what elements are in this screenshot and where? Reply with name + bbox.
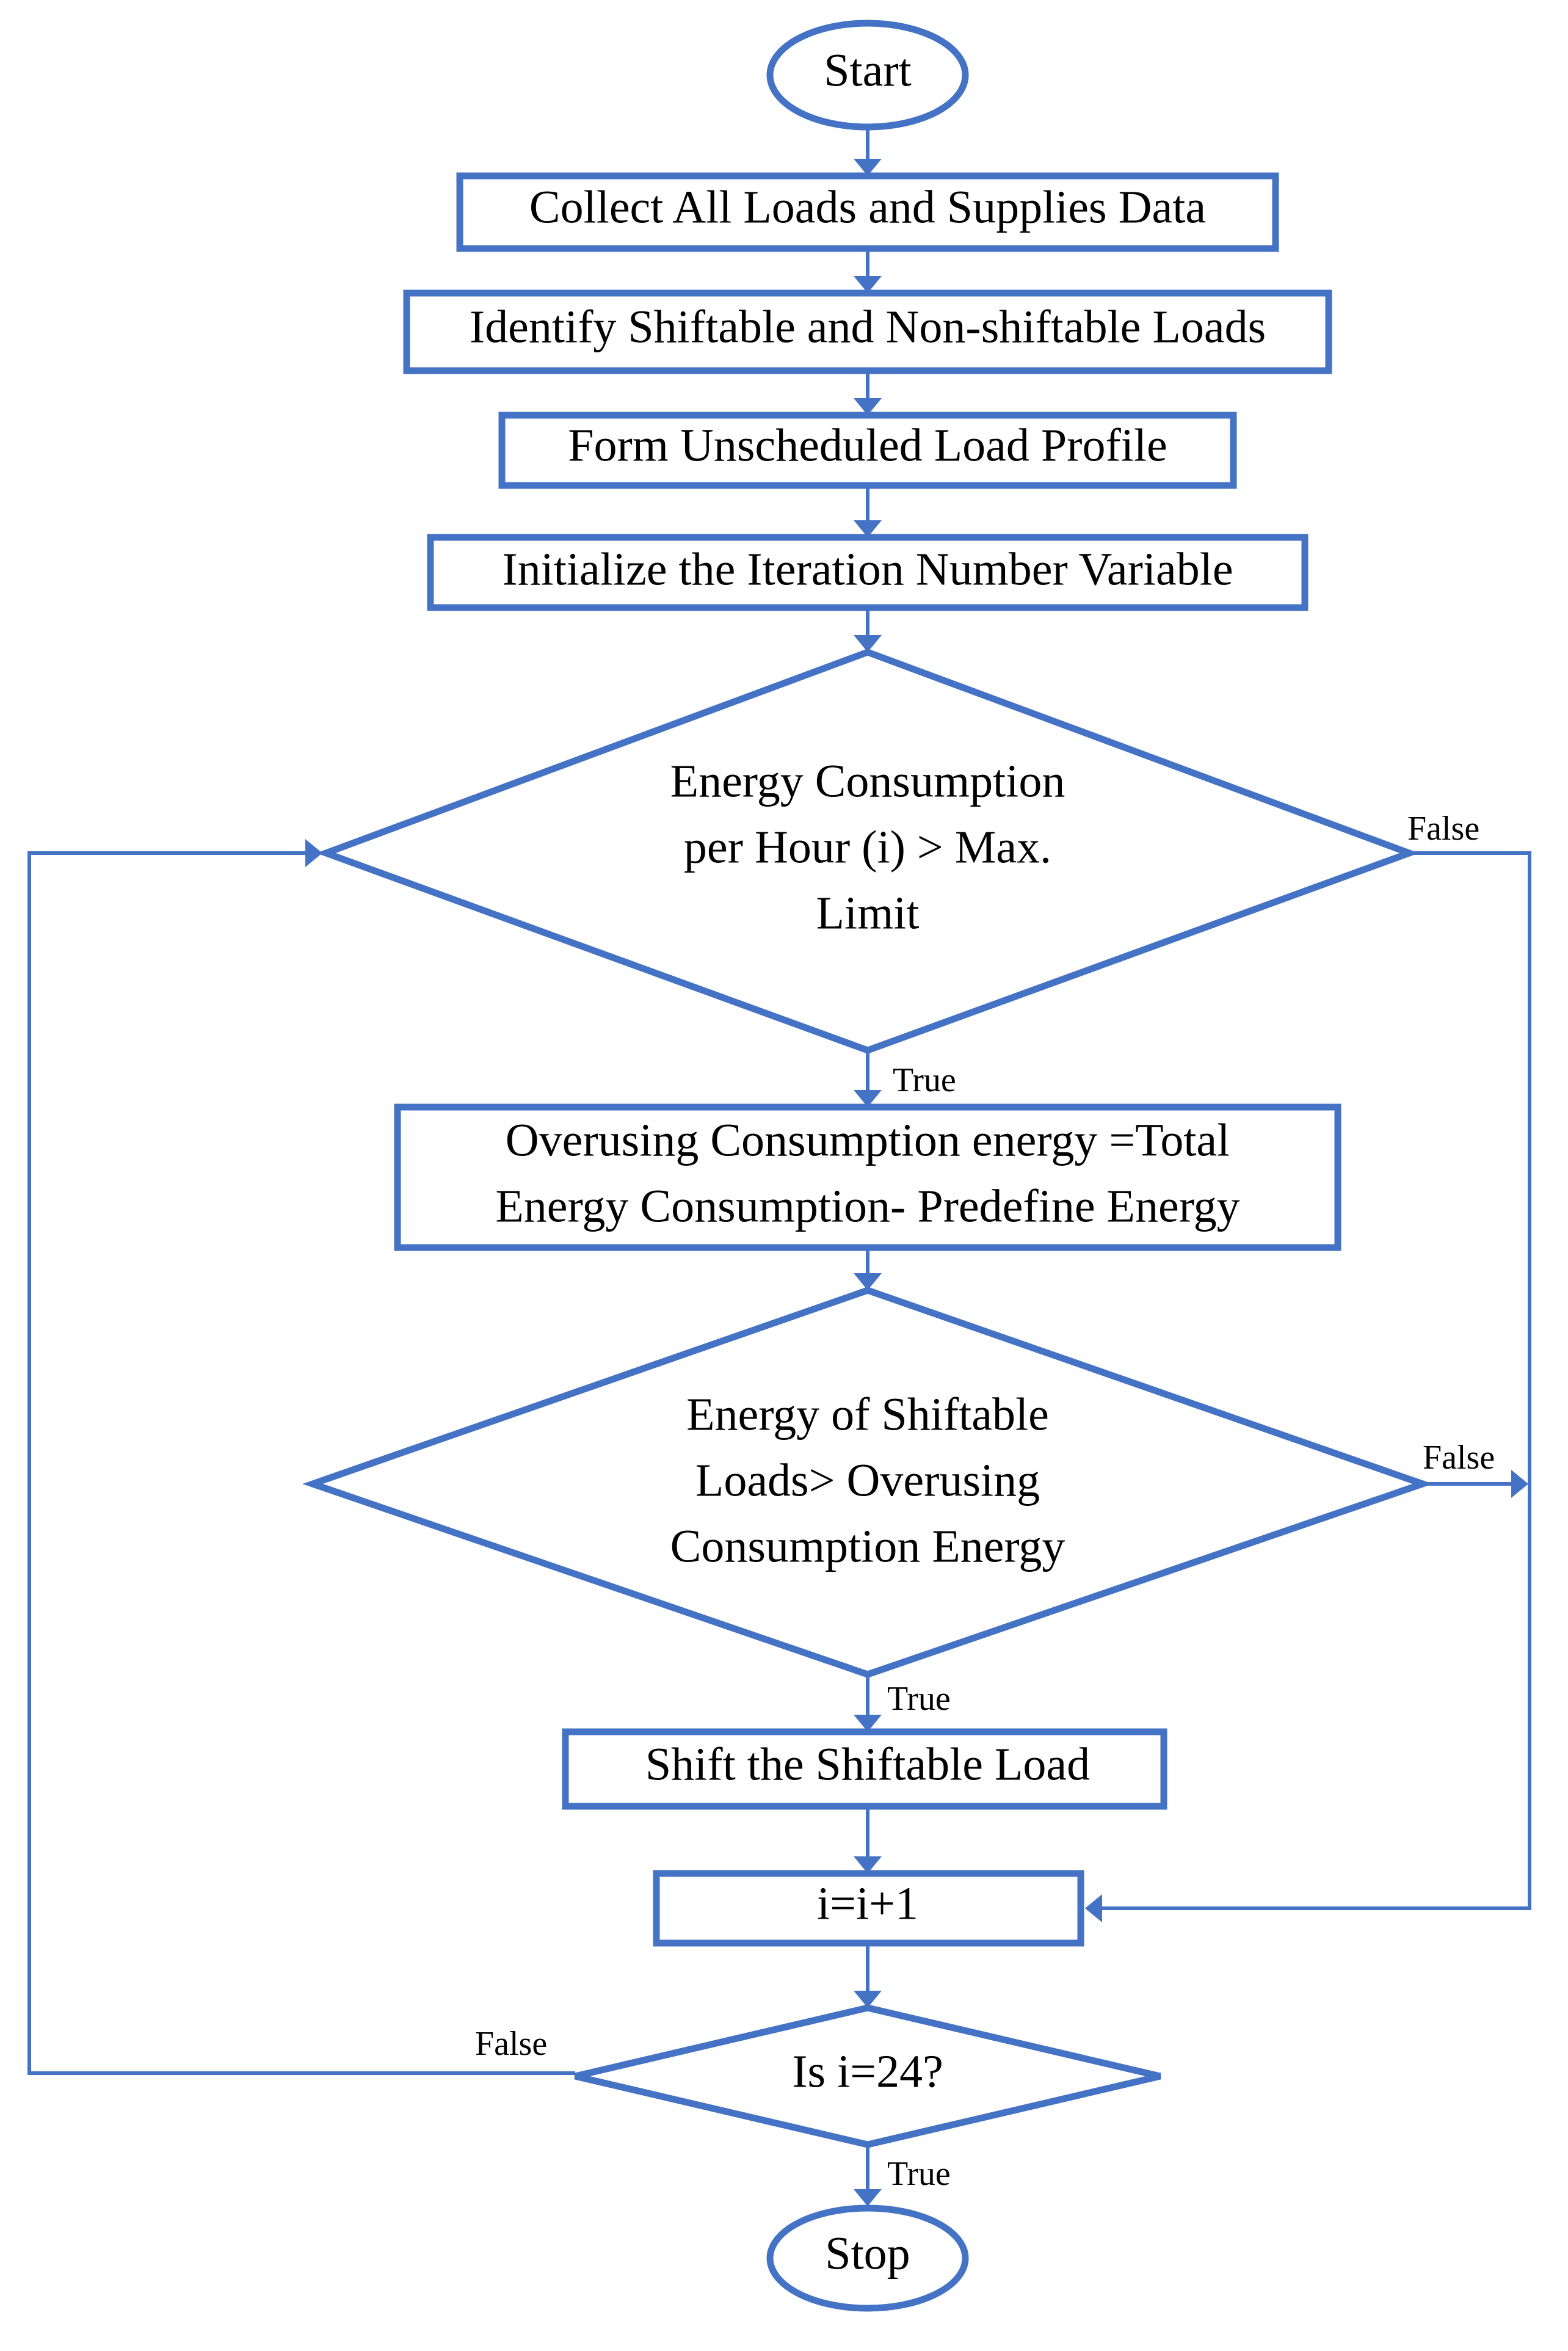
node-label-line: Energy Consumption- Predefine Energy	[495, 1180, 1240, 1232]
arrowhead	[854, 1273, 882, 1290]
identify-box	[403, 289, 1332, 374]
node-label-line: Loads> Overusing	[695, 1455, 1040, 1506]
shift-label: Shift the Shiftable Load	[645, 1739, 1090, 1790]
form-profile-node: Form Unscheduled Load Profile	[498, 412, 1237, 489]
node-label-line: Form Unscheduled Load Profile	[568, 420, 1167, 471]
arrowhead	[854, 1090, 882, 1107]
identify-label: Identify Shiftable and Non-shiftable Loa…	[470, 301, 1266, 352]
increment-label: i=i+1	[817, 1878, 918, 1929]
arrowhead	[854, 635, 882, 652]
collect-node: Collect All Loads and Supplies Data	[456, 172, 1279, 252]
shift-box	[562, 1728, 1167, 1810]
edge-decision3-false	[27, 851, 575, 2075]
arrowhead	[854, 1715, 882, 1732]
overusing-box	[394, 1103, 1341, 1251]
arrowhead	[854, 520, 882, 537]
shift-node: Shift the Shiftable Load	[562, 1728, 1167, 1810]
node-label-line: Collect All Loads and Supplies Data	[529, 181, 1206, 233]
node-label-line: Initialize the Iteration Number Variable	[502, 543, 1233, 595]
shiftable-decision-diamond	[302, 1287, 1433, 1678]
initialize-node: Initialize the Iteration Number Variable	[427, 534, 1308, 611]
end-decision-node: Is i=24?	[574, 2004, 1161, 2148]
arrowhead	[305, 839, 322, 867]
consumption-decision-label: Energy Consumption per Hour (i) > Max. Lim…	[670, 755, 1065, 939]
stop-node: Stop	[766, 2204, 969, 2312]
arrowhead	[854, 1856, 882, 1873]
initialize-box	[427, 534, 1308, 611]
node-label-line: i=i+1	[817, 1878, 918, 1929]
shiftable-true-label: True	[887, 1680, 951, 1718]
end-decision-diamond	[574, 2004, 1161, 2148]
node-label-line: per Hour (i) > Max.	[684, 821, 1051, 873]
end-decision-label: Is i=24?	[792, 2046, 943, 2097]
consumption-false-label: False	[1407, 810, 1479, 848]
collect-box	[456, 172, 1279, 252]
node-label-line: Limit	[816, 887, 920, 939]
consumption-decision-diamond	[316, 649, 1419, 1054]
consumption-decision-node: Energy Consumption per Hour (i) > Max. Lim…	[316, 649, 1419, 1054]
consumption-true-label: True	[893, 1061, 956, 1099]
node-label-line: Energy Consumption	[670, 755, 1065, 807]
stop-terminator	[766, 2204, 969, 2312]
increment-box	[653, 1870, 1084, 1947]
collect-label: Collect All Loads and Supplies Data	[529, 181, 1206, 233]
arrowhead	[1085, 1894, 1102, 1922]
arrowhead	[854, 2189, 882, 2206]
node-label-line: Start	[824, 45, 912, 96]
form-profile-box	[498, 412, 1237, 489]
initialize-label: Initialize the Iteration Number Variable	[502, 543, 1233, 595]
start-node: Start	[766, 20, 969, 131]
start-terminator	[766, 20, 969, 131]
end-true-label: True	[887, 2155, 951, 2193]
end-false-label: False	[475, 2025, 547, 2063]
node-label-line: Identify Shiftable and Non-shiftable Loa…	[470, 301, 1266, 352]
identify-node: Identify Shiftable and Non-shiftable Loa…	[403, 289, 1332, 374]
edge-labels: True False True False True False	[475, 810, 1495, 2193]
node-label-line: Stop	[825, 2228, 910, 2279]
node-label-line: Is i=24?	[792, 2046, 943, 2097]
node-label-line: Overusing Consumption energy =Total	[506, 1114, 1230, 1166]
stop-label: Stop	[825, 2228, 910, 2279]
node-label-line: Consumption Energy	[670, 1521, 1065, 1572]
increment-node: i=i+1	[653, 1870, 1084, 1947]
connectors	[27, 127, 1531, 2206]
start-label: Start	[824, 45, 912, 96]
arrowhead	[854, 398, 882, 415]
edge-decision1-false	[1102, 851, 1531, 1910]
arrowhead	[1511, 1470, 1528, 1498]
arrowhead	[854, 159, 882, 176]
arrowhead	[854, 276, 882, 293]
form-profile-label: Form Unscheduled Load Profile	[568, 420, 1167, 471]
arrowhead	[854, 1991, 882, 2008]
node-label-line: Energy of Shiftable	[686, 1389, 1049, 1440]
node-label-line: Shift the Shiftable Load	[645, 1739, 1090, 1790]
shiftable-false-label: False	[1423, 1439, 1495, 1477]
